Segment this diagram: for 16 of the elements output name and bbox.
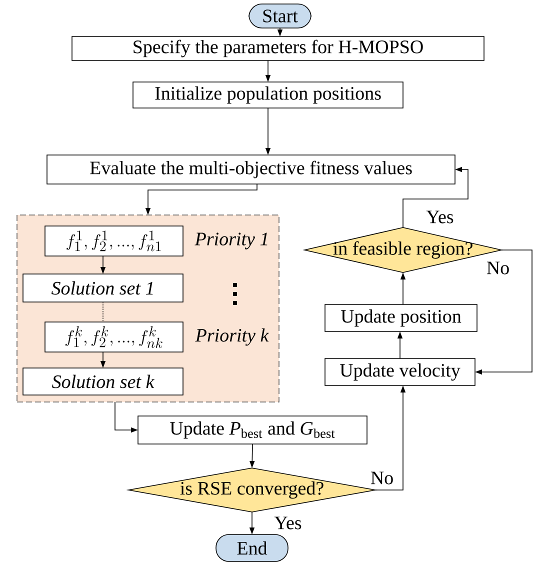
process-box: Evaluate the multi-objective fitness values [46,154,456,184]
process-box: Update velocity [324,358,476,386]
priority-label: Priority k [195,328,269,346]
terminal-pill: End [216,534,288,562]
process-box: Solution set 1 [22,274,184,302]
process-box: Update P$_{best}$ and G$_{best}$ [138,416,368,444]
process-box: Solution set k [22,368,184,396]
objective-box: $f_1^1,f_2^1,...,f_{n1}^1$ [44,226,184,256]
process-box: Update position [324,304,478,332]
edge-label: Yes [273,516,303,530]
terminal-pill: Start [248,4,312,28]
process-box: Specify the parameters for H-MOPSO [72,36,484,61]
edge-label: Yes [425,210,455,224]
objective-box: $f_1^k,f_2^k,...,f_{nk}^k$ [44,322,184,352]
process-box: Initialize population positions [132,82,404,108]
priority-label: Priority 1 [194,232,268,250]
